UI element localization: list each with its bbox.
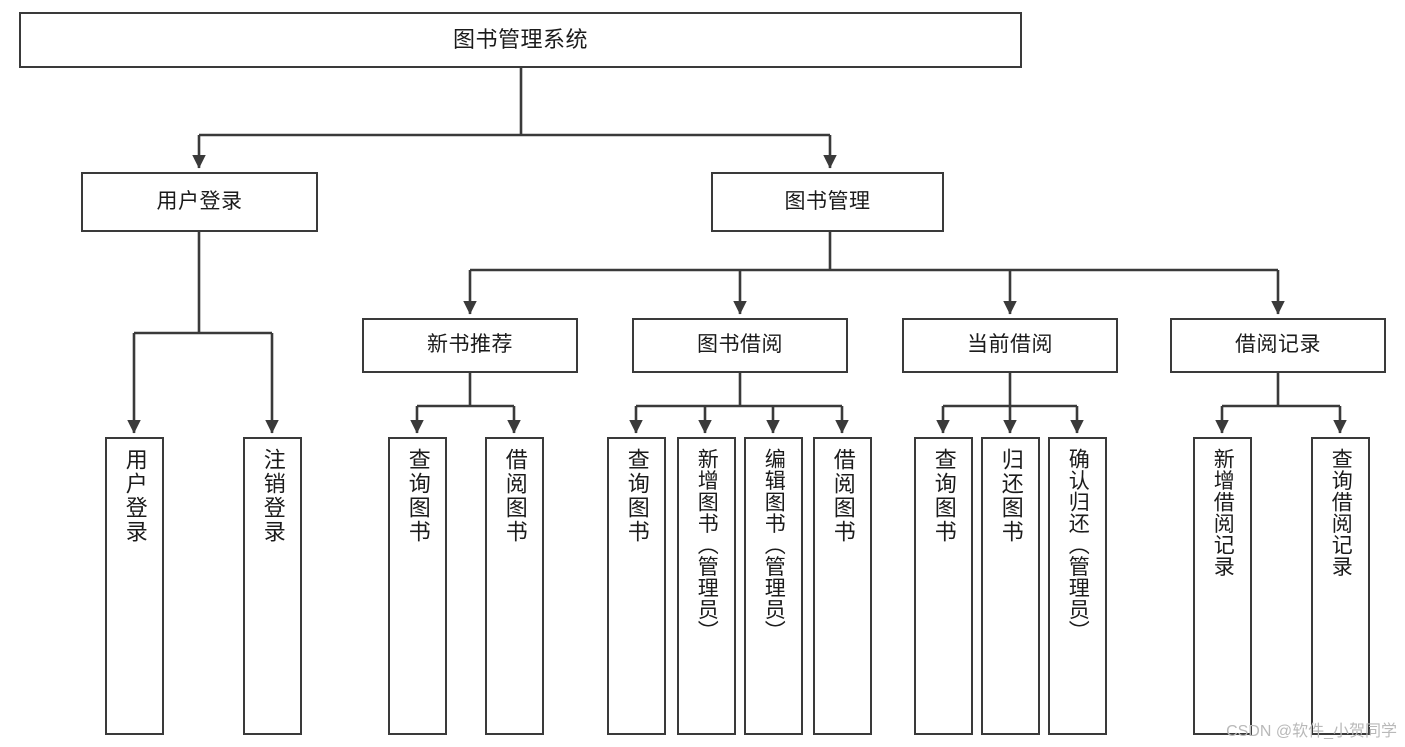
node-book-borrow[interactable]: 图书借阅 xyxy=(632,318,848,373)
node-label: 图书管理系统 xyxy=(452,27,588,53)
node-label: 新增借阅记录 xyxy=(1211,448,1235,577)
leaf-borrow-record-query-record[interactable]: 查询借阅记录 xyxy=(1311,437,1370,735)
leaf-book-borrow-borrow-book[interactable]: 借阅图书 xyxy=(813,437,872,735)
node-label: 确认归还（管理员） xyxy=(1066,448,1090,642)
leaf-user-login-login[interactable]: 用户登录 xyxy=(105,437,164,735)
node-label: 编辑图书（管理员） xyxy=(762,448,786,642)
node-new-book-recommend[interactable]: 新书推荐 xyxy=(362,318,578,373)
leaf-user-login-logout[interactable]: 注销登录 xyxy=(243,437,302,735)
leaf-new-book-query-book[interactable]: 查询图书 xyxy=(388,437,447,735)
leaf-current-borrow-query-book[interactable]: 查询图书 xyxy=(914,437,973,735)
leaf-borrow-record-add-record[interactable]: 新增借阅记录 xyxy=(1193,437,1252,735)
node-label: 新书推荐 xyxy=(427,333,513,357)
leaf-current-borrow-return-book[interactable]: 归还图书 xyxy=(981,437,1040,735)
node-label: 注销登录 xyxy=(260,448,286,544)
node-label: 查询借阅记录 xyxy=(1329,448,1353,577)
leaf-book-borrow-edit-book[interactable]: 编辑图书（管理员） xyxy=(744,437,803,735)
leaf-book-borrow-query-book[interactable]: 查询图书 xyxy=(607,437,666,735)
node-label: 借阅记录 xyxy=(1235,333,1321,357)
node-label: 新增图书（管理员） xyxy=(695,448,719,642)
node-label: 归还图书 xyxy=(998,448,1024,544)
node-current-borrow[interactable]: 当前借阅 xyxy=(902,318,1118,373)
node-label: 查询图书 xyxy=(624,448,650,544)
node-label: 当前借阅 xyxy=(967,333,1053,357)
node-label: 图书管理 xyxy=(784,189,871,213)
leaf-current-borrow-confirm-return[interactable]: 确认归还（管理员） xyxy=(1048,437,1107,735)
node-label: 图书借阅 xyxy=(697,333,783,357)
node-label: 查询图书 xyxy=(931,448,957,544)
node-borrow-record[interactable]: 借阅记录 xyxy=(1170,318,1386,373)
node-label: 用户登录 xyxy=(156,189,243,213)
leaf-book-borrow-add-book[interactable]: 新增图书（管理员） xyxy=(677,437,736,735)
leaf-new-book-borrow-book[interactable]: 借阅图书 xyxy=(485,437,544,735)
node-root-system[interactable]: 图书管理系统 xyxy=(19,12,1022,68)
node-label: 查询图书 xyxy=(405,448,431,544)
node-user-login[interactable]: 用户登录 xyxy=(81,172,318,232)
node-label: 借阅图书 xyxy=(830,448,856,544)
node-book-management[interactable]: 图书管理 xyxy=(711,172,944,232)
node-label: 用户登录 xyxy=(122,448,148,544)
csdn-watermark: CSDN @软件_小贺同学 xyxy=(1226,723,1397,740)
node-label: 借阅图书 xyxy=(502,448,528,544)
